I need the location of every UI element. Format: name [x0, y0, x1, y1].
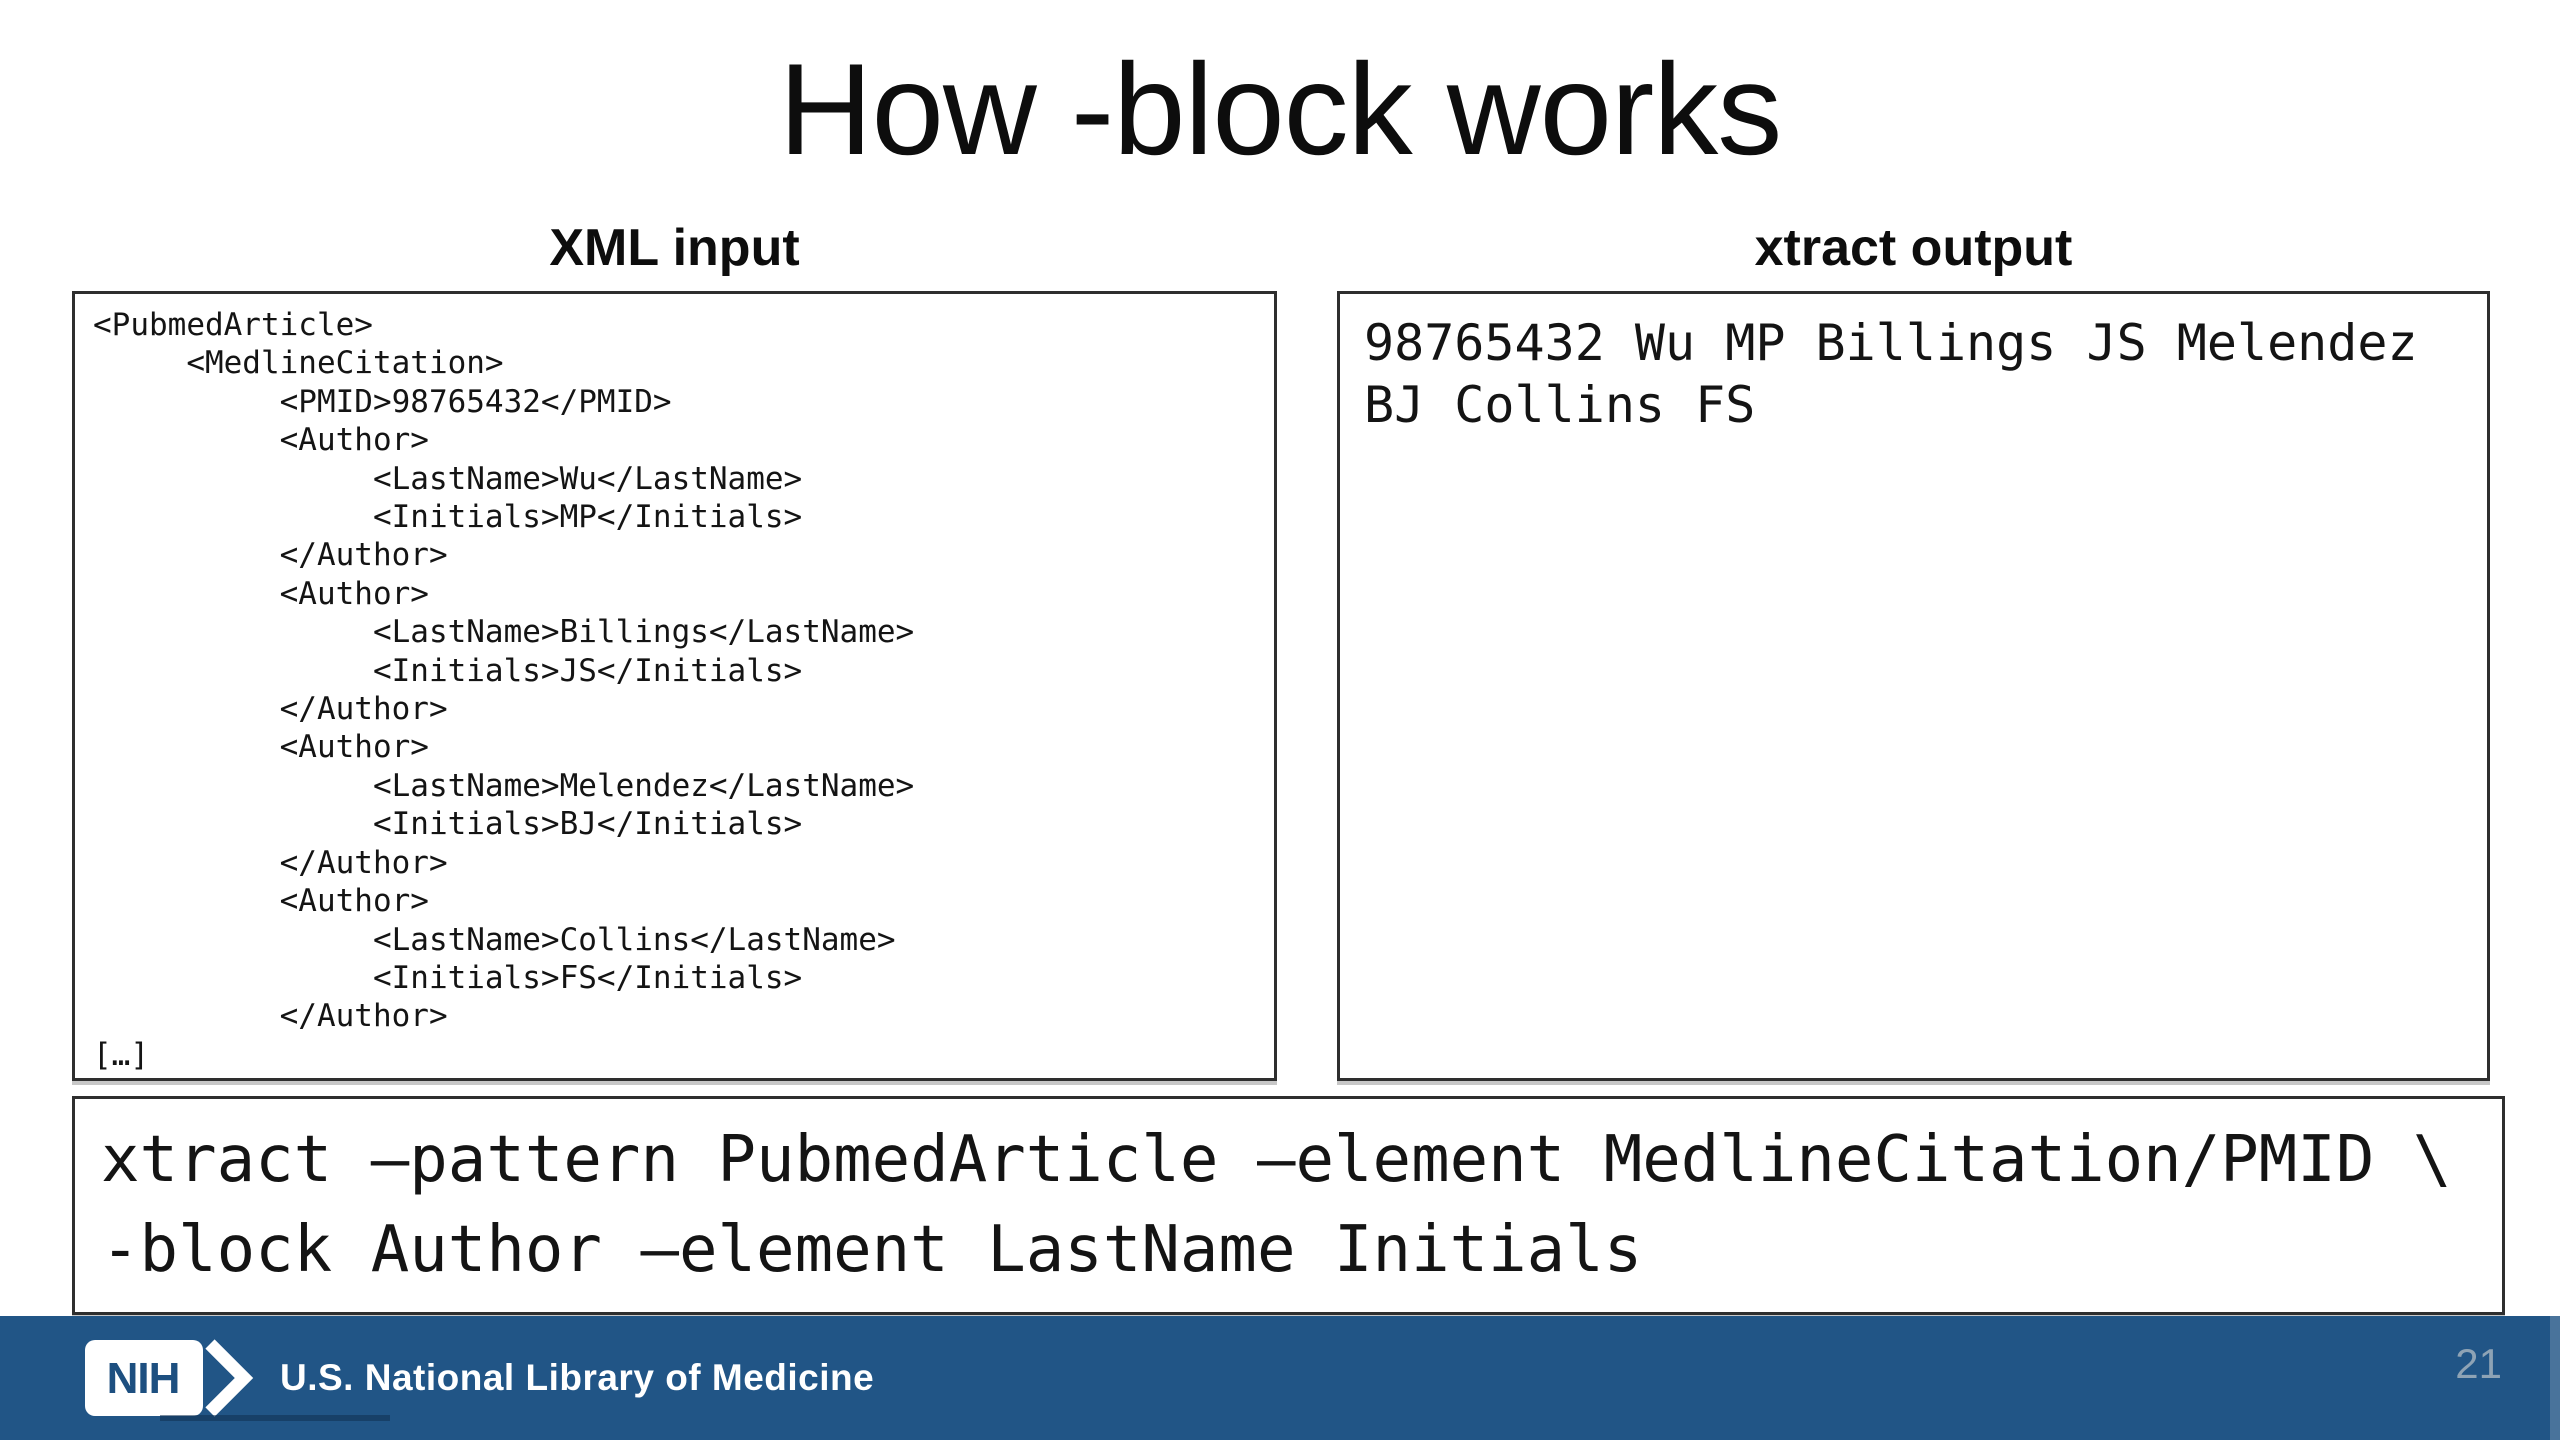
- footer-edge-strip: [2550, 1316, 2560, 1440]
- command-text: xtract –pattern PubmedArticle –element M…: [101, 1123, 2452, 1287]
- slide-title: How -block works: [778, 36, 1783, 182]
- nih-logo-plate: [85, 1340, 203, 1416]
- nih-logo-chevron: [205, 1339, 254, 1417]
- xtract-output-header: xtract output: [1754, 219, 2073, 277]
- nih-logo-text: NIH: [107, 1354, 180, 1403]
- nih-logo-icon: NIH: [85, 1339, 254, 1417]
- xtract-output-text: 98765432 Wu MP Billings JS Melendez BJ C…: [1364, 314, 2448, 434]
- command-box: xtract –pattern PubmedArticle –element M…: [72, 1096, 2505, 1315]
- xml-input-code: <PubmedArticle> <MedlineCitation> <PMID>…: [93, 307, 915, 1073]
- xtract-output-box: 98765432 Wu MP Billings JS Melendez BJ C…: [1337, 291, 2490, 1081]
- footer-bar: NIH U.S. National Library of Medicine 21: [0, 1316, 2560, 1440]
- footer-page-number: 21: [2455, 1340, 2502, 1387]
- xml-input-header: XML input: [549, 219, 800, 277]
- footer-accent-line: [160, 1415, 390, 1421]
- xml-input-box: <PubmedArticle> <MedlineCitation> <PMID>…: [72, 291, 1277, 1081]
- footer-org-name: U.S. National Library of Medicine: [280, 1357, 875, 1398]
